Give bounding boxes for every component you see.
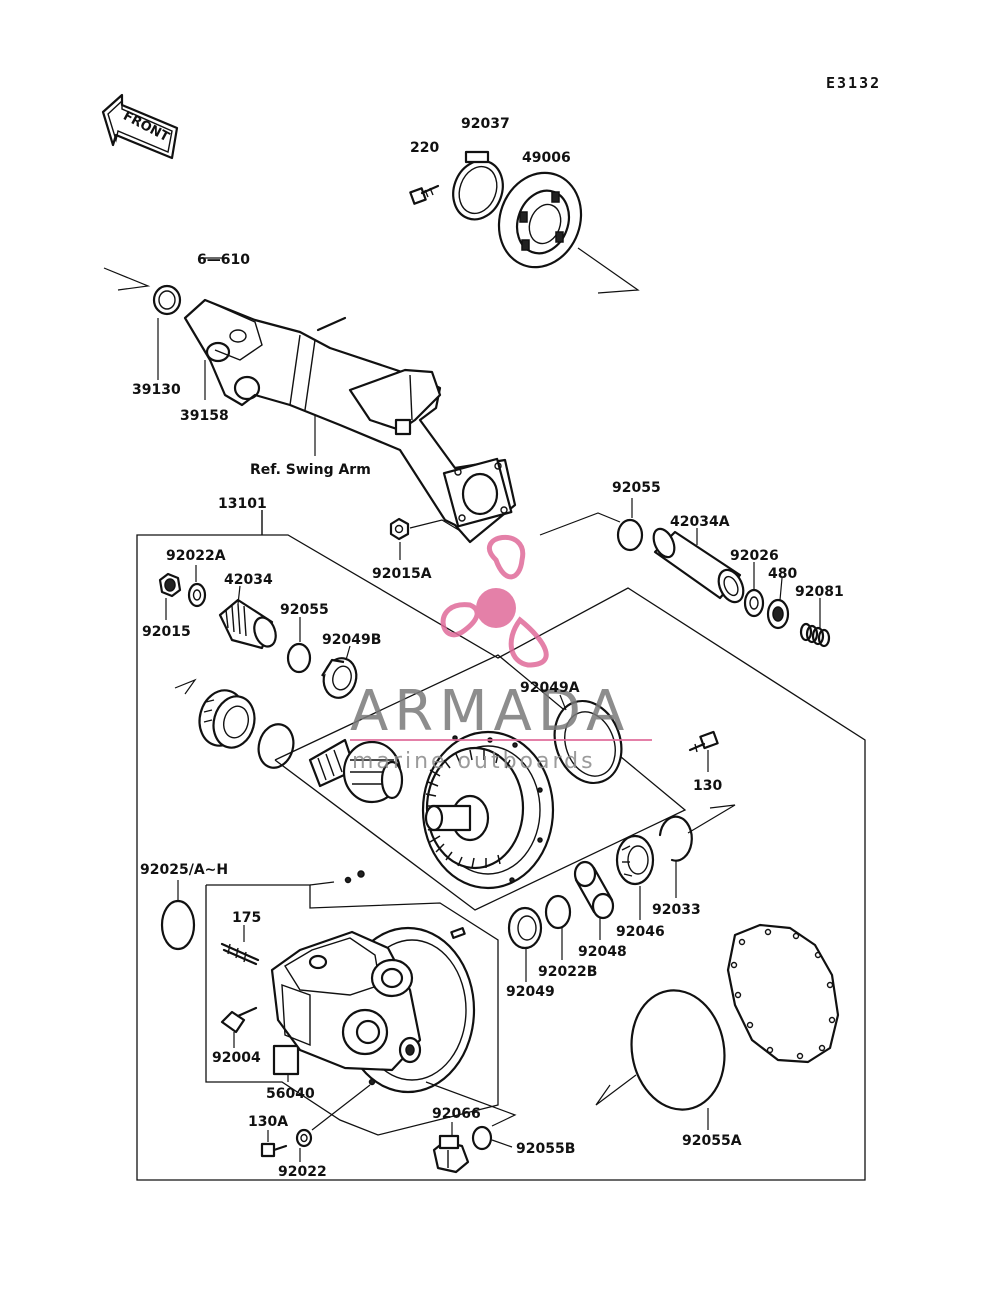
label-42034: 42034 (224, 572, 273, 588)
label-130: 130 (693, 778, 722, 794)
plug-92066 (432, 1134, 470, 1174)
label-220: 220 (410, 140, 439, 156)
label-92022: 92022 (278, 1164, 327, 1180)
label-92037: 92037 (461, 116, 510, 132)
label-49006: 49006 (522, 150, 571, 166)
label-92025: 92025/A∼H (140, 862, 228, 878)
label-92066: 92066 (432, 1106, 481, 1122)
o-ring-92055-top (616, 518, 644, 552)
o-ring-92025 (160, 899, 196, 951)
gear-subassembly-box (274, 654, 687, 911)
case-subassembly-box (205, 884, 499, 1136)
label-130a: 130A (248, 1114, 288, 1130)
label-92081: 92081 (795, 584, 844, 600)
diagram-code: E3132 (826, 74, 881, 92)
watermark-brand: ARMADA (350, 679, 630, 744)
watermark-logo: ARMADA marine outboards (350, 535, 652, 774)
washer-92022a (187, 582, 207, 608)
sleeve-42034a (652, 527, 745, 604)
bolt-130 (688, 730, 719, 753)
swing-arm (183, 298, 517, 544)
pinion-gear (308, 738, 404, 804)
label-92022b: 92022B (538, 964, 597, 980)
bearing-480 (766, 598, 790, 630)
label-92049b: 92049B (322, 632, 381, 648)
label-92055-top: 92055 (612, 480, 661, 496)
label-175: 175 (232, 910, 261, 926)
label-92046: 92046 (616, 924, 665, 940)
label-92004: 92004 (212, 1050, 261, 1066)
label-92055a: 92055A (682, 1133, 742, 1149)
washer-92026 (743, 588, 765, 618)
label-92055b: 92055B (516, 1141, 575, 1157)
assembly-box-13101 (136, 510, 866, 1181)
bolt-220 (409, 184, 440, 205)
seal-92049b (321, 657, 358, 699)
spring-92081 (799, 622, 831, 648)
breather-92004 (220, 1006, 258, 1034)
stud-175 (220, 942, 260, 966)
label-92055-mid: 92055 (280, 602, 329, 618)
o-ring-92055a (630, 989, 726, 1111)
nut-92015a (389, 517, 410, 541)
label-92049a: 92049A (520, 680, 580, 696)
label-13101: 13101 (218, 496, 267, 512)
front-arrow-icon: FRONT (101, 93, 179, 160)
final-drive-case (270, 926, 476, 1094)
ring-gear (421, 730, 555, 890)
seal-92049 (507, 906, 543, 950)
circlip-92033 (658, 815, 693, 862)
reference-note: Ref. Swing Arm (250, 462, 371, 478)
bolt-130a (260, 1142, 288, 1158)
o-ring-92055b (471, 1125, 493, 1151)
o-ring-92055-mid (286, 642, 312, 674)
label-39158: 39158 (180, 408, 229, 424)
propeller-icon (440, 535, 549, 668)
shim-92022b (544, 894, 572, 930)
collar-92048 (573, 860, 615, 920)
label-plate-56040 (272, 1044, 300, 1076)
label-56040: 56040 (266, 1086, 315, 1102)
bearing-assembly-left (198, 689, 256, 749)
washer-92022 (295, 1128, 313, 1148)
label-92015: 92015 (142, 624, 191, 640)
label-480: 480 (768, 566, 797, 582)
label-39130: 39130 (132, 382, 181, 398)
nut-92015 (158, 572, 182, 598)
label-92048: 92048 (578, 944, 627, 960)
watermark-subtitle: marine outboards (352, 749, 596, 774)
clamp-92037 (452, 150, 504, 221)
boot-49006 (497, 171, 583, 269)
label-42034a: 42034A (670, 514, 730, 530)
label-92033: 92033 (652, 902, 701, 918)
label-92022a: 92022A (166, 548, 226, 564)
label-92049: 92049 (506, 984, 555, 1000)
bearing-92046 (615, 834, 655, 886)
o-ring-left (257, 723, 295, 769)
coupling-42034 (218, 598, 277, 650)
collar-39130 (152, 284, 182, 316)
label-6-610: 6—610 (197, 252, 250, 268)
label-92026: 92026 (730, 548, 779, 564)
gasket-cover (726, 923, 840, 1064)
seal-92049a (553, 699, 623, 785)
label-92015a: 92015A (372, 566, 432, 582)
